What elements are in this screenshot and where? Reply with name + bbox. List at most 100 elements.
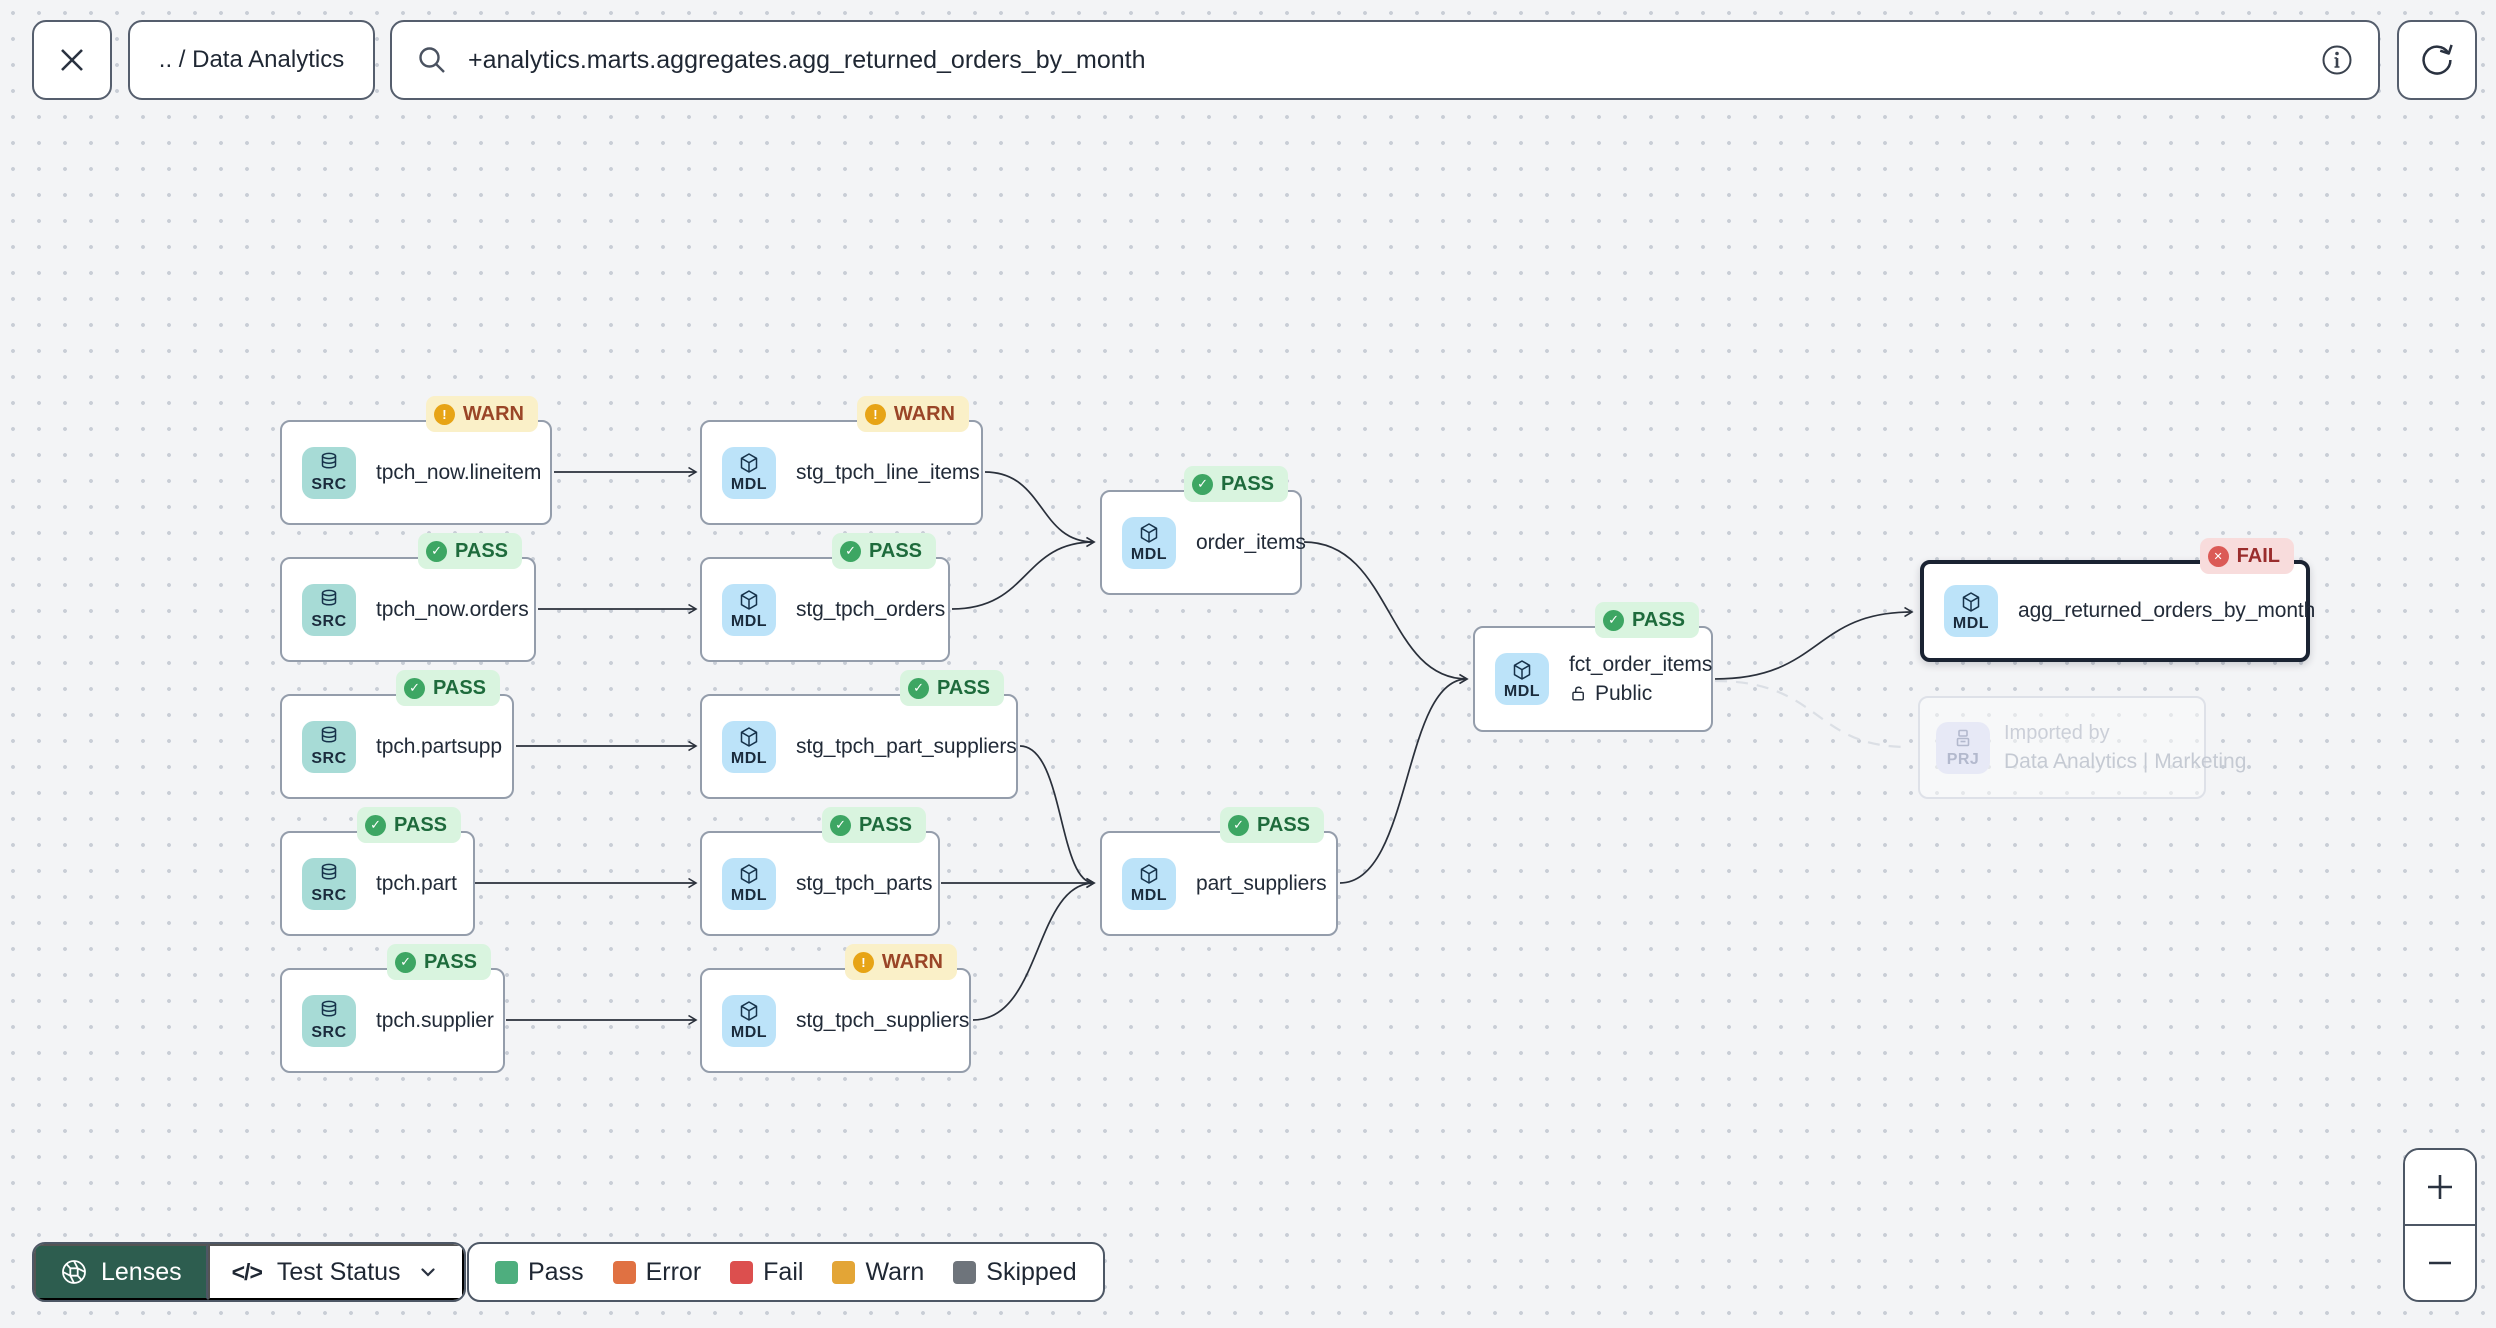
cube-icon [740,1001,758,1021]
resource-type-tile: SRC [302,857,356,910]
status-badge: WARN [856,396,969,432]
status-badge: PASS [832,533,936,569]
fail-swatch [730,1260,754,1284]
resource-type-tile: MDL [722,583,776,636]
check-icon [1192,473,1214,495]
legend-item-warn: Warn [832,1258,924,1287]
warn-swatch [832,1260,856,1284]
test-status-legend: Pass Error Fail Warn Skipped [467,1242,1105,1302]
selected-lens-label: Test Status [276,1257,401,1286]
node-label: stg_tpch_line_items [796,460,980,484]
resource-type-tile: MDL [722,720,776,773]
zoom-out-icon [2429,1261,2451,1265]
status-badge: PASS [1184,466,1288,502]
legend-item-fail: Fail [730,1258,803,1287]
cube-icon [740,864,758,884]
imported-by-projects: Data Analytics | Marketing [2004,749,2247,773]
unlock-icon [1572,686,1584,701]
node-label: tpch_now.orders [376,597,529,621]
node-label: tpch_now.lineitem [376,460,542,484]
search-icon [419,47,445,73]
breadcrumb-label: .. / Data Analytics [158,46,345,73]
warn-icon [864,403,886,425]
search-input[interactable]: +analytics.marts.aggregates.agg_returned… [468,45,1146,74]
zoom-in-button[interactable] [2405,1150,2475,1224]
database-icon [321,726,337,743]
cube-icon [1140,523,1158,543]
graph-node[interactable]: PASS SRC tpch.part [280,807,475,936]
check-icon [1228,814,1250,836]
status-badge: PASS [1595,602,1699,638]
imported-by-node[interactable]: PRJ Imported by Data Analytics | Marketi… [1918,696,2246,799]
status-badge: PASS [387,944,491,980]
graph-node[interactable]: PASS MDL stg_tpch_parts [700,807,940,936]
status-badge: PASS [1220,807,1324,843]
node-label: stg_tpch_suppliers [796,1008,970,1032]
cube-icon [740,453,758,473]
status-badge: WARN [425,396,538,432]
warn-icon [433,403,455,425]
zoom-controls [2403,1148,2477,1302]
graph-node[interactable]: PASS SRC tpch.supplier [280,944,505,1073]
breadcrumb[interactable]: .. / Data Analytics [128,20,375,100]
graph-node[interactable]: WARN MDL stg_tpch_suppliers [700,944,971,1073]
graph-node[interactable]: WARN SRC tpch_now.lineitem [280,396,552,525]
skipped-swatch [953,1260,977,1284]
resource-type-tile: SRC [302,994,356,1047]
search-bar[interactable]: +analytics.marts.aggregates.agg_returned… [390,20,2380,100]
resource-type-tile: MDL [722,857,776,910]
status-badge: PASS [900,670,1004,706]
close-icon [61,49,83,71]
lenses-label: Lenses [101,1257,182,1286]
error-swatch [612,1260,636,1284]
check-icon [908,677,930,699]
fail-icon [2207,545,2229,567]
database-icon [321,1000,337,1017]
resource-type-tile: MDL [1122,857,1176,910]
refresh-button[interactable] [2397,20,2477,100]
graph-node[interactable]: PASS MDL order_items [1100,466,1306,595]
status-badge: FAIL [2199,538,2294,574]
test-status-dropdown[interactable]: </> Test Status [207,1244,464,1300]
check-icon [404,677,426,699]
aperture-icon [62,1260,86,1284]
project-icon [1956,729,1970,747]
warn-icon [852,951,874,973]
graph-node-selected[interactable]: FAIL MDL agg_returned_orders_by_month [1920,538,2315,662]
node-label: fct_order_items [1569,652,1713,676]
status-badge: PASS [418,533,522,569]
graph-node[interactable]: PASS SRC tpch_now.orders [280,533,536,662]
close-button[interactable] [32,20,112,100]
status-badge: PASS [357,807,461,843]
cube-icon [1513,659,1531,680]
check-icon [830,814,852,836]
code-icon: </> [231,1258,263,1285]
node-visibility: Public [1569,682,1712,706]
resource-type-tile: SRC [302,720,356,773]
graph-node[interactable]: WARN MDL stg_tpch_line_items [700,396,983,525]
resource-type-tile: MDL [1122,516,1176,569]
status-badge: PASS [396,670,500,706]
graph-node[interactable]: PASS MDL stg_tpch_part_suppliers [700,670,1018,799]
cube-icon [740,590,758,610]
node-label: tpch.part [376,871,457,895]
graph-node[interactable]: PASS MDL fct_order_items Public [1473,602,1713,732]
pass-swatch [495,1260,518,1284]
check-icon [395,951,417,973]
graph-node[interactable]: PASS SRC tpch.partsupp [280,670,514,799]
resource-type-tile: MDL [1944,585,1998,637]
check-icon [426,540,448,562]
graph-node[interactable]: PASS MDL stg_tpch_orders [700,533,950,662]
resource-type-tile: SRC [302,446,356,499]
cube-icon [1962,591,1980,612]
lenses-button[interactable]: Lenses [34,1244,208,1300]
graph-node[interactable]: PASS MDL part_suppliers [1100,807,1338,936]
node-label: part_suppliers [1196,871,1327,895]
chevron-down-icon [420,1268,435,1277]
info-icon[interactable] [2320,43,2354,77]
lens-control-group: Lenses </> Test Status [32,1242,466,1302]
zoom-out-button[interactable] [2405,1224,2475,1300]
legend-item-pass: Pass [495,1258,584,1287]
cube-icon [740,727,758,747]
